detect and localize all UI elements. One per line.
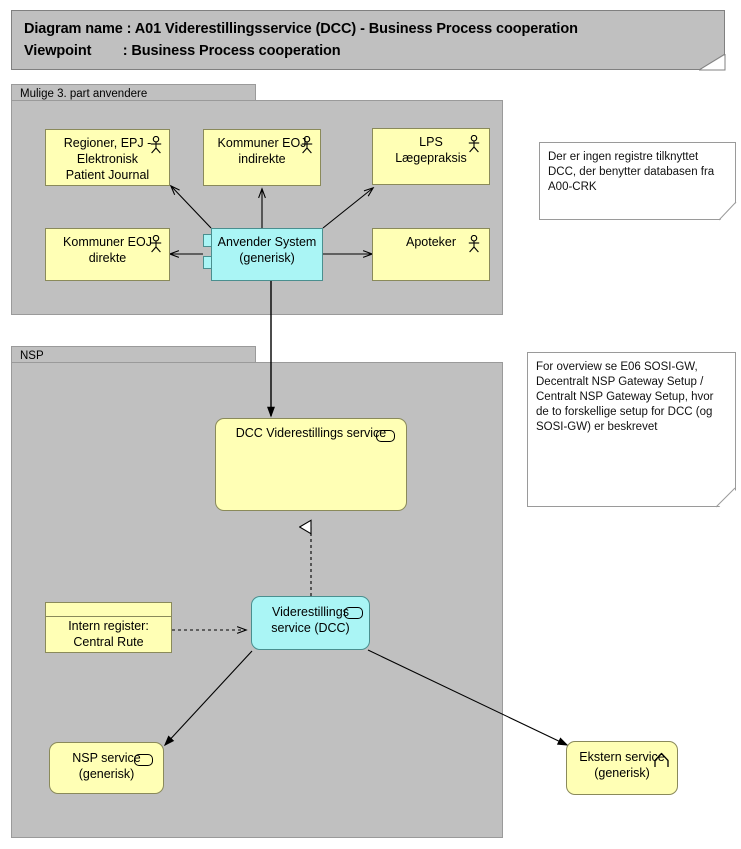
- node-label: Apoteker: [405, 235, 457, 249]
- node-kommuner-eoj-indirekte[interactable]: Kommuner EOJ indirekte: [203, 129, 321, 186]
- group-label-nsp: NSP: [11, 346, 256, 363]
- actor-icon: [468, 235, 480, 253]
- node-nsp-service-generisk[interactable]: NSP service (generisk): [49, 742, 164, 794]
- node-label: LPS Lægepraksis: [395, 135, 467, 165]
- node-label: Intern register: Central Rute Konfigurat…: [53, 619, 165, 652]
- node-viderestillings-service-dcc[interactable]: Viderestillings service (DCC): [251, 596, 370, 650]
- node-label: Kommuner EOJ indirekte: [217, 136, 307, 166]
- group-label-mulige-3-part-anvendere: Mulige 3. part anvendere: [11, 84, 256, 101]
- node-label: Anvender System (generisk): [217, 235, 317, 265]
- node-label: NSP service (generisk): [72, 751, 141, 781]
- service-icon: [134, 754, 153, 766]
- node-label: DCC Viderestillings service: [235, 426, 387, 440]
- actor-icon: [150, 235, 162, 253]
- node-intern-register-crk[interactable]: Intern register: Central Rute Konfigurat…: [45, 602, 172, 653]
- node-lps-laegepraksis[interactable]: LPS Lægepraksis: [372, 128, 490, 185]
- viewpoint-line: Viewpoint : Business Process cooperation: [24, 43, 341, 59]
- node-anvender-system[interactable]: Anvender System (generisk): [211, 228, 323, 281]
- note-no-registries: Der er ingen registre tilknyttet DCC, de…: [539, 142, 736, 220]
- node-regioner-epj[interactable]: Regioner, EPJ - Elektronisk Patient Jour…: [45, 129, 170, 186]
- object-header-divider: [46, 616, 171, 617]
- service-icon: [344, 607, 363, 619]
- node-dcc-viderestillings-service[interactable]: DCC Viderestillings service: [215, 418, 407, 511]
- node-kommuner-eoj-direkte[interactable]: Kommuner EOJ direkte: [45, 228, 170, 281]
- diagram-name-line: Diagram name : A01 Viderestillingsservic…: [24, 21, 578, 37]
- node-label: Viderestillings service (DCC): [271, 605, 350, 635]
- node-apoteker[interactable]: Apoteker: [372, 228, 490, 281]
- node-label: Regioner, EPJ - Elektronisk Patient Jour…: [63, 136, 152, 182]
- actor-icon: [150, 136, 162, 154]
- actor-icon: [301, 136, 313, 154]
- note-overview-sosi-gw: For overview se E06 SOSI-GW, Decentralt …: [527, 352, 736, 507]
- node-label: Kommuner EOJ direkte: [63, 235, 152, 265]
- node-label: Ekstern service (generisk): [579, 750, 665, 780]
- actor-icon: [468, 135, 480, 153]
- service-icon: [376, 430, 395, 442]
- node-ekstern-service-generisk[interactable]: Ekstern service (generisk): [566, 741, 678, 795]
- diagram-title-bar: Diagram name : A01 Viderestillingsservic…: [11, 10, 725, 70]
- chevron-icon: [654, 752, 669, 767]
